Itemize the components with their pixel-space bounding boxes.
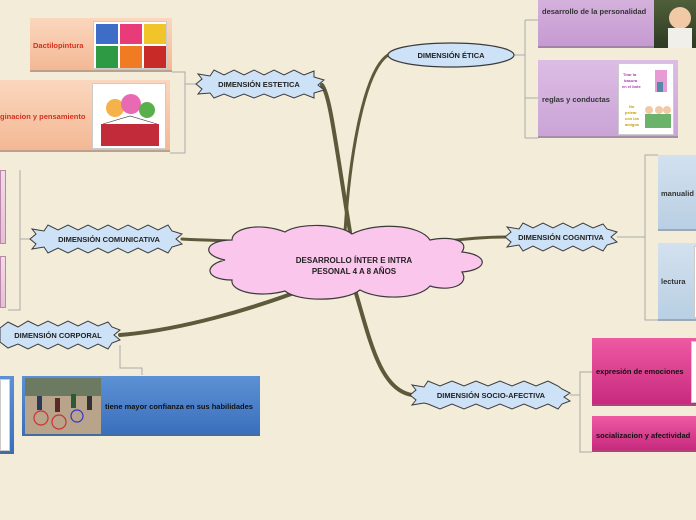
estetica-burst[interactable]: [195, 69, 326, 99]
poster-text-7: amigos: [625, 122, 640, 127]
card-confianza[interactable]: tiene mayor confianza en sus habilidades: [22, 376, 260, 436]
card-lectura[interactable]: lectura: [658, 243, 696, 321]
card-expresion[interactable]: expresión de emociones: [592, 338, 696, 406]
card-manualidades[interactable]: manualid: [658, 155, 696, 231]
card-socializacion-label: socializacion y afectividad: [596, 431, 691, 440]
branch-corporal-label[interactable]: DIMENSIÓN CORPORAL: [14, 331, 102, 340]
branch-etica-label[interactable]: DIMENSIÓN ÉTICA: [417, 51, 485, 60]
card-personalidad-label: desarrollo de la personalidad: [542, 7, 647, 16]
card-expresion-label: expresión de emociones: [596, 367, 684, 376]
hand-painting-image: [93, 21, 167, 69]
card-lectura-label: lectura: [661, 277, 686, 286]
card-manualidades-label: manualid: [661, 189, 694, 198]
card-socializacion[interactable]: socializacion y afectividad: [592, 416, 696, 452]
card-corporal-left[interactable]: [0, 376, 14, 454]
poster-text-3: en el bote: [622, 84, 641, 89]
rules-poster-image: Tirar la basura en el bote No pelear con…: [618, 63, 674, 135]
socio-burst[interactable]: [409, 380, 572, 410]
poster-text-1: Tirar la: [623, 72, 637, 77]
poster-text-2: basura: [624, 78, 638, 83]
branch-comunicativa-label[interactable]: DIMENSIÓN COMUNICATIVA: [58, 235, 160, 244]
cognitiva-burst[interactable]: [504, 222, 619, 252]
central-title-line2: PESONAL 4 A 8 AÑOS: [311, 267, 397, 276]
card-personalidad[interactable]: desarrollo de la personalidad: [538, 0, 696, 48]
bracket-lines: [8, 19, 658, 453]
corporal-left-image: [0, 379, 10, 451]
reading-image: [694, 246, 696, 318]
child-photo-image: [654, 0, 696, 48]
poster-text-5: pelear: [625, 110, 637, 115]
card-imaginacion[interactable]: ginacion y pensamiento: [0, 80, 170, 152]
card-dactilopintura-label: Dactilopintura: [33, 41, 84, 50]
storybook-image: [92, 83, 166, 149]
branch-estetica-label[interactable]: DIMENSIÓN ESTETICA: [218, 80, 300, 89]
card-dactilopintura[interactable]: Dactilopintura: [30, 18, 172, 72]
card-comunicativa-2[interactable]: [0, 256, 6, 308]
kids-playing-image: [25, 378, 101, 434]
corporal-burst[interactable]: [0, 320, 121, 350]
card-confianza-label: tiene mayor confianza en sus habilidades: [105, 402, 253, 411]
poster-text-6: con los: [625, 116, 640, 121]
emotions-image: [691, 341, 696, 403]
branch-cognitiva-label[interactable]: DIMENSIÓN COGNITIVA: [518, 233, 604, 242]
card-imaginacion-label: ginacion y pensamiento: [0, 112, 86, 121]
etica-bubble[interactable]: [387, 42, 515, 68]
branch-socio-label[interactable]: DIMENSIÓN SOCIO-AFECTIVA: [436, 391, 546, 400]
card-comunicativa-1[interactable]: [0, 170, 6, 244]
central-topic[interactable]: [208, 224, 483, 300]
comunicativa-burst[interactable]: [29, 224, 184, 254]
card-reglas-label: reglas y conductas: [542, 95, 610, 104]
central-title-line1: DESARROLLO ÍNTER E INTRA: [295, 256, 413, 265]
poster-text-4: No: [629, 104, 635, 109]
card-reglas[interactable]: reglas y conductas Tirar la basura en el…: [538, 60, 678, 138]
